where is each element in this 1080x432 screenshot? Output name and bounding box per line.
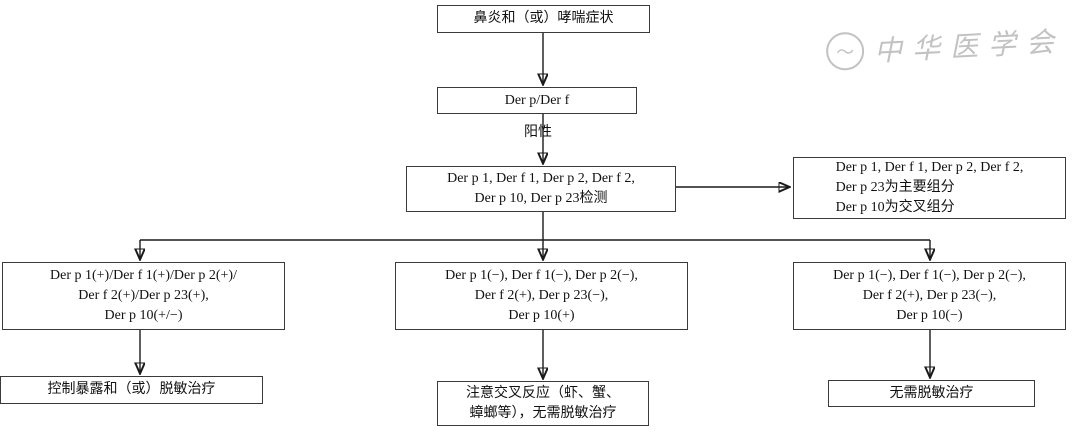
component-note-line-1: Der p 1, Der f 1, Der p 2, Der f 2, (835, 160, 1024, 176)
detection-box: Der p 1, Der f 1, Der p 2, Der f 2, Der … (406, 166, 676, 212)
positive-label: 阳性 (524, 125, 552, 140)
watermark: 〜 中华医学会 (825, 20, 1065, 72)
screen-test-box: Der p/Der f (437, 87, 637, 114)
component-note-line-3: Der p 10为交叉组分 (835, 199, 955, 215)
branch-right-line-1: Der p 1(−), Der f 1(−), Der p 2(−), (833, 268, 1026, 284)
watermark-text: 中华医学会 (873, 24, 1065, 68)
symptoms-box: 鼻炎和（或）哮喘症状 (437, 5, 650, 33)
branch-middle-box: Der p 1(−), Der f 1(−), Der p 2(−), Der … (395, 262, 688, 330)
branch-middle-line-1: Der p 1(−), Der f 1(−), Der p 2(−), (445, 268, 638, 284)
outcome-middle-line-1: 注意交叉反应（虾、蟹、 (466, 385, 620, 401)
branch-right-box: Der p 1(−), Der f 1(−), Der p 2(−), Der … (793, 262, 1066, 330)
outcome-middle-line-2: 蟑螂等），无需脱敏治疗 (469, 405, 617, 421)
branch-left-box: Der p 1(+)/Der f 1(+)/Der p 2(+)/ Der f … (2, 262, 285, 330)
outcome-right-text: 无需脱敏治疗 (889, 385, 974, 401)
branch-right-line-3: Der p 10(−) (896, 307, 963, 323)
branch-middle-line-3: Der p 10(+) (508, 307, 575, 323)
symptoms-text: 鼻炎和（或）哮喘症状 (473, 11, 614, 27)
component-note-box: Der p 1, Der f 1, Der p 2, Der f 2, Der … (793, 157, 1066, 219)
branch-left-line-3: Der p 10(+/−) (104, 307, 183, 323)
outcome-right-box: 无需脱敏治疗 (828, 380, 1035, 407)
branch-middle-line-2: Der f 2(+), Der p 23(−), (474, 288, 609, 304)
detection-line-2: Der p 10, Der p 23检测 (474, 191, 608, 206)
branch-right-line-2: Der f 2(+), Der p 23(−), (862, 288, 997, 304)
component-note-line-2: Der p 23为主要组分 (835, 180, 955, 196)
outcome-left-box: 控制暴露和（或）脱敏治疗 (0, 376, 263, 404)
branch-left-line-1: Der p 1(+)/Der f 1(+)/Der p 2(+)/ (50, 268, 237, 284)
outcome-left-text: 控制暴露和（或）脱敏治疗 (47, 382, 216, 398)
branch-left-line-2: Der f 2(+)/Der p 23(+), (78, 288, 209, 304)
dragon-seal-icon: 〜 (825, 31, 866, 72)
screen-test-text: Der p/Der f (504, 92, 570, 108)
outcome-middle-box: 注意交叉反应（虾、蟹、 蟑螂等），无需脱敏治疗 (437, 381, 649, 426)
detection-line-1: Der p 1, Der f 1, Der p 2, Der f 2, (447, 171, 635, 187)
